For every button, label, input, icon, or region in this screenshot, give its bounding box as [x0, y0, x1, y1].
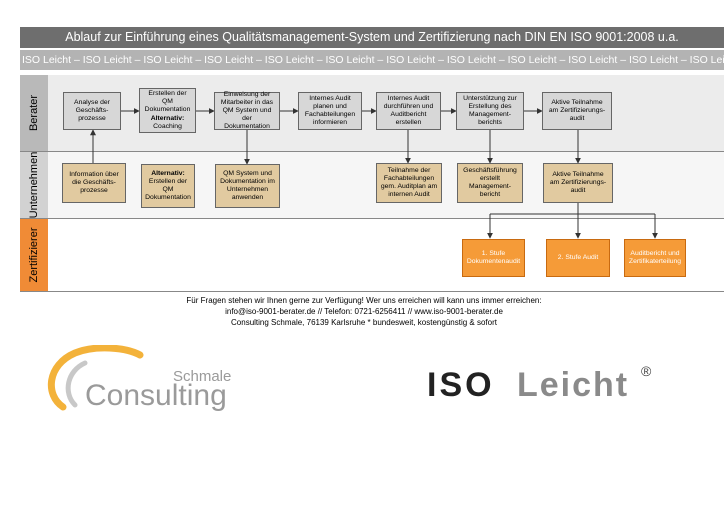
box-text: Internes Audit — [387, 94, 430, 102]
lane-label-berater: Berater — [20, 75, 48, 151]
box-text: Management- — [469, 111, 511, 118]
lane-label-zertifizierer: Zertifizierer — [20, 218, 48, 291]
box-text: 1. Stufe — [481, 249, 506, 257]
box-stufe2-audit: 2. Stufe Audit — [546, 239, 610, 277]
box-text: Erstellen der — [148, 177, 188, 185]
ticker-banner: ISO Leicht – ISO Leicht – ISO Leicht – I… — [20, 50, 724, 70]
box-text: bericht — [479, 191, 501, 199]
box-unterstuetzung-managementbericht: Unterstützung zur Erstellung des Managem… — [456, 92, 524, 130]
box-text: audit — [569, 115, 585, 123]
box-text: Mitarbeiter in das — [220, 98, 274, 106]
box-text: am Zertifizierungs- — [548, 106, 606, 114]
box-text: Coaching — [153, 122, 182, 130]
logo-consulting-word: Consulting — [85, 379, 227, 412]
box-text: Einweisung der — [223, 90, 271, 98]
box-information-geschaeftsprozesse: Information über die Geschäfts- prozesse — [62, 163, 126, 203]
box-teilnahme-fachabteilungen: Teilnahme der Fachabteilungen gem. Audit… — [376, 163, 442, 203]
box-internes-audit-planen: Internes Audit planen und Fachabteilunge… — [298, 92, 362, 130]
box-text: Dokumentation — [145, 194, 191, 202]
logo-leicht-word: Leicht — [517, 366, 629, 404]
box-text: Geschäfts- — [75, 106, 109, 114]
box-aktive-teilnahme-unternehmen: Aktive Teilnahme am Zertifizierungs- aud… — [543, 163, 613, 203]
box-text: Internes Audit — [309, 94, 351, 102]
box-stufe1-dokumentenaudit: 1. Stufe Dokumentenaudit — [462, 239, 525, 277]
box-text: Erstellen der — [148, 90, 187, 97]
consulting-schmale-logo: Consulting Schmale — [47, 345, 231, 412]
lane-divider — [20, 151, 724, 152]
box-text: Unterstützung zur — [463, 94, 517, 102]
box-text: durchführen und — [383, 102, 434, 110]
box-einweisung-mitarbeiter: Einweisung der Mitarbeiter in das QM Sys… — [214, 90, 280, 131]
box-text: QM — [162, 98, 173, 106]
box-text-bold: Alternativ: — [145, 170, 191, 178]
box-text: QM System und — [223, 169, 272, 177]
box-aktive-teilnahme-berater: Aktive Teilnahme am Zertifizierungs- aud… — [542, 92, 612, 130]
box-text: internen Audit — [388, 191, 430, 199]
box-text: Dokumentation im — [220, 177, 275, 185]
box-text: erstellen — [395, 119, 422, 127]
box-text: QM System und der — [222, 106, 272, 123]
lane-label-unternehmen: Unternehmen — [20, 151, 48, 218]
lane-divider — [20, 218, 724, 219]
box-text: Auditbericht — [390, 111, 427, 118]
box-text: informieren — [312, 119, 347, 127]
page-title: Ablauf zur Einführung eines Qualitätsman… — [20, 27, 724, 48]
box-text: Aktive Teilnahme — [552, 170, 604, 178]
box-text: Geschäftsführung — [463, 166, 517, 174]
lane-zertifizierer-area — [48, 218, 724, 291]
logo-swoosh-outer — [47, 345, 144, 411]
box-text: Zertifikaterteilung — [628, 258, 682, 265]
box-auditbericht-zertifikat: Auditbericht und Zertifikaterteilung — [624, 239, 686, 277]
logo-swoosh-inner — [65, 360, 88, 408]
contact-line-2: info@iso-9001-berater.de // Telefon: 072… — [225, 307, 503, 316]
box-text: planen und — [313, 102, 347, 110]
box-text: Unternehmen — [226, 186, 269, 193]
box-text: Dokumentation — [144, 106, 191, 114]
box-text: berichts — [478, 119, 502, 127]
box-geschaeftsfuehrung-managementbericht: Geschäftsführung erstellt Management- be… — [457, 163, 523, 203]
logo-registered-mark: ® — [641, 363, 652, 379]
box-text: Analyse der — [74, 98, 110, 106]
logo-iso-word: ISO — [427, 366, 495, 404]
box-text: die Geschäfts- — [72, 178, 116, 186]
box-text: prozesse — [80, 187, 108, 195]
box-text: QM — [162, 186, 174, 193]
box-text-bold: Alternativ: — [145, 115, 191, 123]
contact-line-3: Consulting Schmale, 76139 Karlsruhe * bu… — [231, 318, 497, 327]
box-text: Fachabteilungen — [383, 174, 435, 182]
box-alternativ-erstellen-qm: Alternativ: Erstellen der QM Dokumentati… — [141, 164, 195, 208]
iso-leicht-logo: ISO Leicht ® — [427, 363, 652, 404]
box-text: Teilnahme der — [387, 166, 431, 174]
box-text: prozesse — [78, 115, 106, 123]
box-internes-audit-durchfuehren: Internes Audit durchführen und Auditberi… — [376, 92, 441, 130]
box-analyse-geschaeftsprozesse: Analyse der Geschäfts- prozesse — [63, 92, 121, 130]
box-text: Auditbericht und — [630, 249, 680, 257]
box-text: Information über — [69, 170, 119, 178]
contact-line-1: Für Fragen stehen wir Ihnen gerne zur Ve… — [186, 296, 542, 305]
lane-divider — [20, 291, 724, 292]
box-bold-label: Alternativ: — [151, 169, 185, 177]
box-text: erstellt — [479, 174, 501, 182]
box-qm-system-anwenden: QM System und Dokumentation im Unternehm… — [215, 164, 280, 208]
box-text: gem. Auditplan am — [380, 183, 438, 190]
box-text: Erstellung des — [468, 102, 512, 110]
box-text: Aktive Teilnahme — [551, 98, 603, 106]
box-text: Dokumentation — [224, 123, 270, 131]
box-text: Management- — [469, 183, 511, 190]
box-text: Fachabteilungen — [304, 111, 356, 118]
box-text: 2. Stufe Audit — [557, 253, 599, 261]
box-erstellen-qm-dokumentation: Erstellen der QM Dokumentation Alternati… — [139, 88, 196, 133]
box-text: anwenden — [231, 194, 264, 202]
box-text: am Zertifizierungs- — [549, 178, 607, 186]
box-text: Dokumentenaudit — [466, 258, 521, 265]
logo-schmale-word: Schmale — [173, 368, 231, 385]
box-bold-label: Alternativ: — [150, 114, 185, 122]
box-text: audit — [570, 187, 586, 195]
